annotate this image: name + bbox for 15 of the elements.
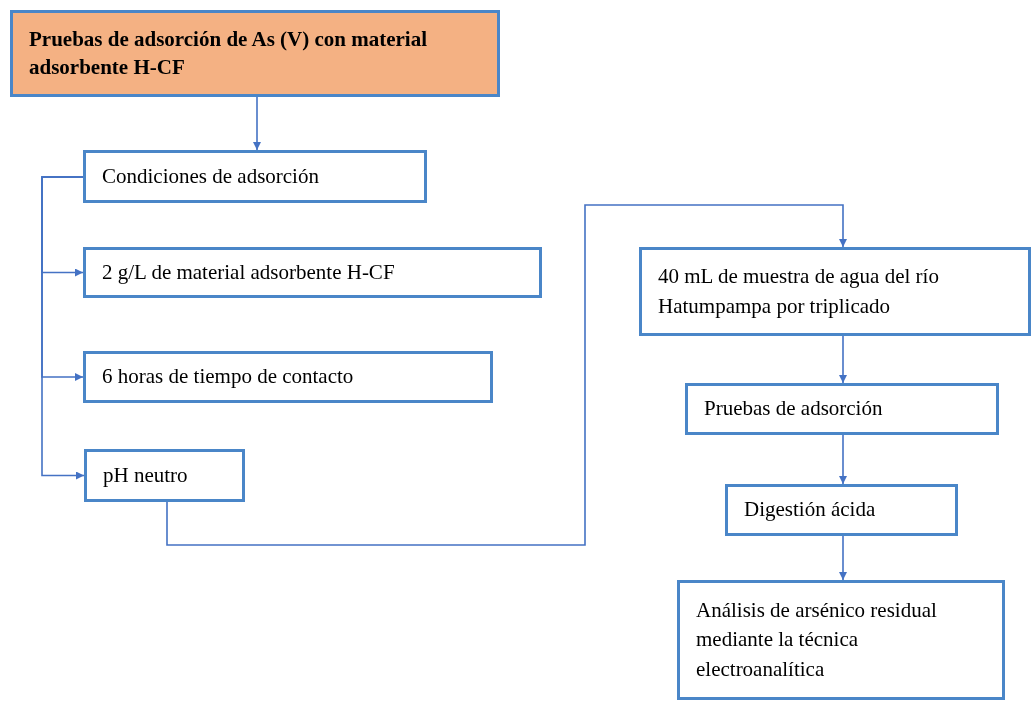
connector-arrow <box>41 176 85 480</box>
connector-arrow <box>166 204 847 546</box>
connector-arrow <box>839 335 847 384</box>
process-box: pH neutro <box>84 449 245 502</box>
process-box: Análisis de arsénico residual mediante la técnica electroanalítica <box>677 580 1005 700</box>
process-box: 40 mL de muestra de agua del río Hatumpampa por triplicado <box>639 247 1031 336</box>
process-box: 6 horas de tiempo de contacto <box>83 351 493 403</box>
process-box: Digestión ácida <box>725 484 958 536</box>
process-box: 2 g/L de material adsorbente H-CF <box>83 247 542 298</box>
process-box: Pruebas de adsorción <box>685 383 999 435</box>
title-box: Pruebas de adsorción de As (V) con material adsorbente H-CF <box>10 10 500 97</box>
process-box: Condiciones de adsorción <box>83 150 427 203</box>
connector-arrow <box>253 96 261 151</box>
connector-arrow <box>839 535 847 581</box>
connector-arrow <box>839 434 847 485</box>
